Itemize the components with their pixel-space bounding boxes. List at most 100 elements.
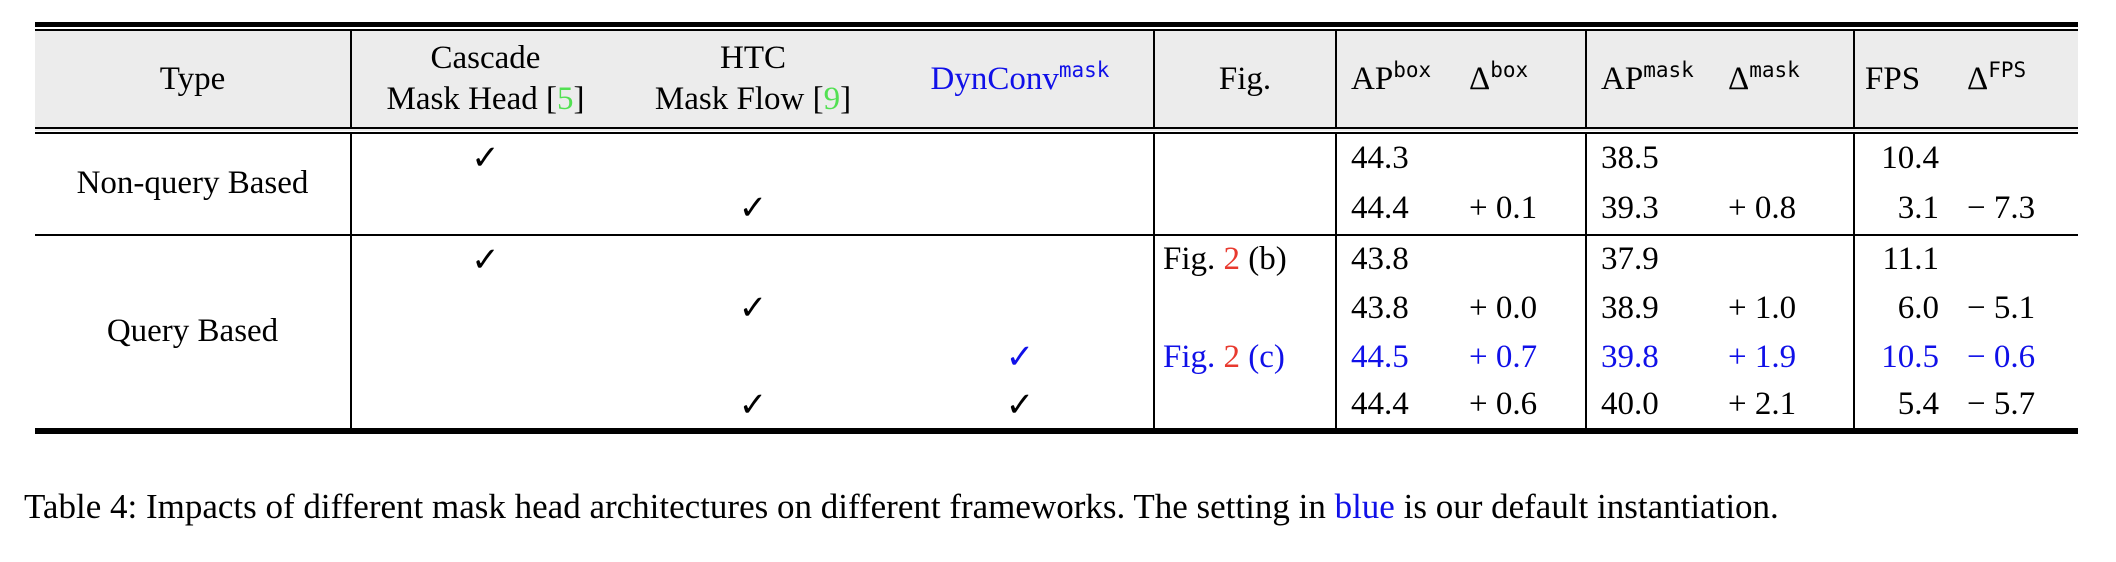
check-cascade: ✓ — [350, 233, 619, 284]
header-ap-box: APbox — [1335, 31, 1461, 131]
header-fig: Fig. — [1153, 31, 1336, 131]
ap-mask-value: 38.9 — [1585, 283, 1720, 333]
htc-line2-close: ] — [840, 81, 852, 117]
check-cascade — [350, 332, 619, 382]
fps-value: 6.0 — [1853, 283, 1955, 333]
ap-box-sup: box — [1393, 57, 1432, 82]
table-row: Non-query Based ✓ 44.3 38.5 10.4 — [35, 130, 2078, 201]
ap-mask-base: AP — [1601, 60, 1644, 97]
dynconv-base: DynConv — [930, 60, 1059, 97]
header-dynconv-mask: DynConvmask — [887, 31, 1154, 131]
fps-value: 5.4 — [1853, 381, 1955, 431]
ap-box-value: 44.3 — [1335, 130, 1461, 183]
check-dynconv — [887, 233, 1154, 284]
table-caption: Table 4: Impacts of different mask head … — [24, 487, 2114, 527]
delta-fps-value: − 7.3 — [1967, 189, 2036, 226]
caption-text-before: Impacts of different mask head architect… — [137, 487, 1335, 526]
htc-line1: HTC — [720, 39, 786, 76]
header-cascade-mask-head: Cascade Mask Head [5] — [350, 31, 619, 131]
header-type-label: Type — [159, 60, 226, 97]
check-cascade — [350, 182, 619, 235]
check-dynconv — [887, 131, 1154, 183]
fig-ref-cell — [1153, 130, 1336, 183]
fig-ref-cell: Fig. 2 (c) — [1153, 332, 1336, 382]
top-rule-thick — [35, 22, 2078, 27]
check-cascade — [350, 381, 619, 431]
check-htc — [619, 333, 887, 382]
check-htc: ✓ — [738, 290, 768, 327]
fig-ref-suffix: (c) — [1240, 338, 1285, 375]
fps-label: FPS — [1865, 60, 1921, 97]
delta-mask-sup: mask — [1749, 57, 1800, 82]
table-row: ✓ 44.4 + 0.1 39.3 + 0.8 3.1 − 7.3 — [35, 182, 2078, 235]
delta-fps-value — [1955, 233, 2078, 284]
check-dynconv — [887, 284, 1154, 333]
cascade-line2-close: ] — [573, 81, 585, 117]
fig-ref-link[interactable]: 2 — [1223, 338, 1241, 375]
ap-mask-value: 40.0 — [1585, 381, 1720, 431]
delta-fps-value: − 5.1 — [1967, 289, 2036, 326]
htc-line2: Mask Flow [ — [654, 81, 824, 117]
table-header: Type Cascade Mask Head [5] HTC Mask Flow… — [35, 31, 2078, 131]
check-htc: ✓ — [738, 190, 768, 227]
header-delta-mask: Δmask — [1720, 31, 1854, 131]
header-type: Type — [35, 31, 351, 131]
group-label-nonquery: Non-query Based — [76, 165, 309, 202]
delta-fps-value: − 0.6 — [1967, 338, 2036, 375]
check-htc — [619, 233, 887, 284]
delta-mask-value: + 1.9 — [1728, 338, 1797, 375]
ap-box-value: 44.4 — [1335, 381, 1461, 431]
header-fps: FPS — [1853, 31, 1955, 131]
table-row: ✓ ✓ 44.4 + 0.6 40.0 + 2.1 5.4 − 5.7 — [35, 381, 2078, 431]
delta-mask-value — [1720, 131, 1854, 183]
fig-ref-text: Fig. — [1163, 241, 1224, 277]
delta-fps-value: − 5.7 — [1967, 386, 2036, 422]
delta-box-value — [1461, 131, 1586, 183]
header-ap-mask: APmask — [1585, 31, 1720, 131]
delta-box-sup: box — [1490, 57, 1529, 82]
check-cascade: ✓ — [350, 130, 619, 183]
fps-value: 3.1 — [1853, 182, 1955, 235]
delta-box-value: + 0.6 — [1469, 386, 1538, 422]
header-delta-fps: ΔFPS — [1955, 31, 2078, 131]
delta-fps-sup: FPS — [1988, 57, 2027, 82]
check-htc — [619, 131, 887, 183]
fig-label: Fig. — [1218, 60, 1272, 97]
fig-ref-cell: Fig. 2 (b) — [1153, 233, 1336, 284]
results-table: Type Cascade Mask Head [5] HTC Mask Flow… — [35, 31, 2078, 434]
citation-ref-9[interactable]: 9 — [823, 81, 841, 117]
fig-ref-cell — [1153, 182, 1336, 235]
group-label-query: Query Based — [35, 233, 351, 431]
delta-box-value — [1461, 233, 1586, 284]
ap-mask-value: 39.8 — [1585, 332, 1720, 382]
delta-box-value: + 0.7 — [1469, 338, 1538, 375]
ap-box-value: 43.8 — [1335, 283, 1461, 333]
fig-ref-link[interactable]: 2 — [1223, 241, 1241, 277]
delta-mask-value: + 0.8 — [1728, 189, 1797, 226]
ap-mask-value: 39.3 — [1585, 182, 1720, 235]
caption-blue-word: blue — [1334, 487, 1395, 526]
fps-value: 10.4 — [1853, 130, 1955, 183]
fig-ref-cell — [1153, 381, 1336, 431]
caption-text-after: is our default instantiation. — [1394, 487, 1779, 526]
cascade-line2: Mask Head [ — [386, 81, 557, 117]
citation-ref-5[interactable]: 5 — [556, 81, 574, 117]
table-row: ✓ 43.8 + 0.0 38.9 + 1.0 6.0 − 5.1 — [35, 283, 2078, 333]
delta-fps-base: Δ — [1967, 60, 1989, 97]
ap-box-value: 44.4 — [1335, 182, 1461, 235]
delta-fps-value — [1955, 131, 2078, 183]
delta-box-value: + 0.1 — [1469, 189, 1538, 226]
check-htc: ✓ — [738, 386, 768, 424]
header-htc-mask-flow: HTC Mask Flow [9] — [619, 31, 887, 131]
delta-mask-value: + 2.1 — [1728, 386, 1797, 422]
table-row-default-setting: ✓ Fig. 2 (c) 44.5 + 0.7 39.8 + 1.9 10.5 … — [35, 332, 2078, 382]
fps-value: 10.5 — [1853, 332, 1955, 382]
dynconv-label: DynConvmask — [930, 59, 1110, 97]
cascade-line1: Cascade — [430, 39, 541, 76]
delta-mask-value: + 1.0 — [1728, 289, 1797, 326]
ap-mask-value: 37.9 — [1585, 233, 1720, 284]
ap-box-value: 43.8 — [1335, 233, 1461, 284]
delta-mask-value — [1720, 233, 1854, 284]
table-body: Non-query Based ✓ 44.3 38.5 10.4 ✓ — [35, 130, 2078, 431]
